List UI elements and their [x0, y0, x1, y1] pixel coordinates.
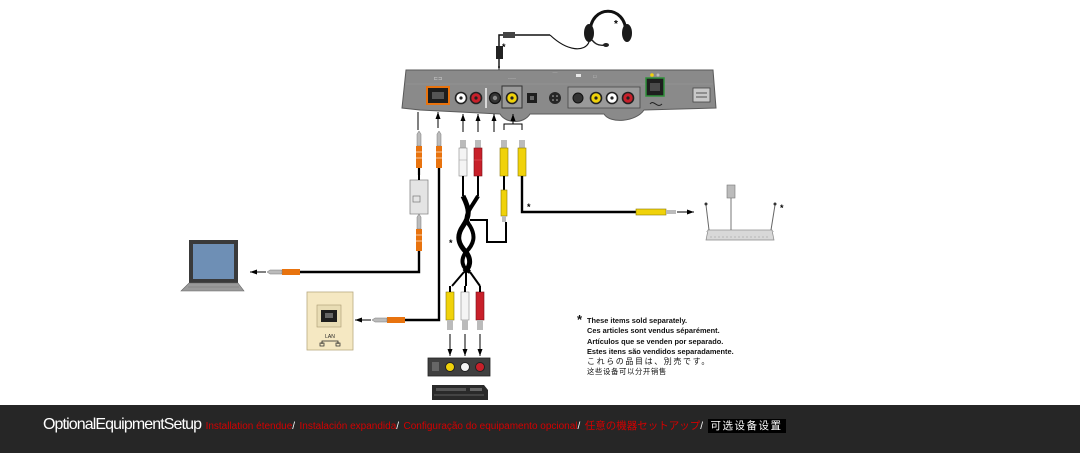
av-cable-to-vcr [445, 114, 507, 356]
footer-sep-4: / [700, 421, 704, 432]
svg-text:☐: ☐ [593, 74, 597, 79]
asterisk-video-cable: * [527, 202, 531, 212]
ethernet-wall-jack-icon: LAN [306, 291, 354, 351]
svg-text:~~~~: ~~~~ [508, 77, 516, 81]
note-zh: 这些设备可以分开销售 [587, 367, 667, 377]
footer-sep-1: / [292, 421, 296, 432]
phone-base-device: ⊏⊐ ~~~~ ----- ☐ [401, 69, 717, 122]
sold-separately-note: * These items sold separately. Ces artic… [577, 312, 817, 378]
svg-text:⊏⊐: ⊏⊐ [434, 76, 442, 82]
connection-diagram: * * ⊏⊐ ~~~~ ----- [180, 9, 784, 400]
footer-title: OptionalEquipmentSetup [43, 416, 202, 433]
laptop-icon [180, 240, 245, 292]
note-en: These items sold separately. [587, 316, 688, 325]
note-ja: これらの品目は、別売です。 [587, 357, 711, 367]
asterisk-headset-cable: * [502, 42, 506, 52]
asterisk-router: * [780, 203, 784, 213]
footer-es: Instalación expandida [299, 421, 397, 432]
svideo-jack-2 [572, 92, 584, 104]
footer-title-line: OptionalEquipmentSetup Installation éten… [43, 416, 786, 434]
note-es: Artículos que se venden por separado. [587, 336, 724, 346]
din-port [549, 92, 561, 104]
dsl-filter-icon [409, 175, 429, 215]
note-asterisk: * [577, 312, 583, 327]
wall-jack-label: LAN [325, 334, 335, 340]
footer-fr: Installation étendue [205, 421, 293, 432]
video-cable-to-router [499, 114, 694, 222]
asterisk-headset: * [614, 19, 618, 30]
footer-pt: Configuração do equipamento opcional [403, 421, 578, 432]
svg-text:-----: ----- [553, 70, 558, 74]
footer-sep-3: / [577, 421, 581, 432]
footer-zh: 可选设备设置 [707, 419, 786, 433]
note-pt: Estes itens são vendidos separadamente. [587, 346, 734, 356]
power-socket [692, 87, 711, 103]
asterisk-av-cable: * [449, 238, 453, 248]
footer-ja: 任意の機器セットアップ [584, 420, 701, 432]
footer-bar: OptionalEquipmentSetup Installation éten… [0, 405, 1080, 453]
ethernet-cables [250, 112, 442, 323]
router-icon [704, 184, 777, 241]
vcr-icon [427, 357, 491, 400]
footer-sep-2: / [396, 421, 400, 432]
headset-icon [549, 9, 632, 50]
note-fr: Ces articles sont vendus séparément. [587, 326, 720, 336]
